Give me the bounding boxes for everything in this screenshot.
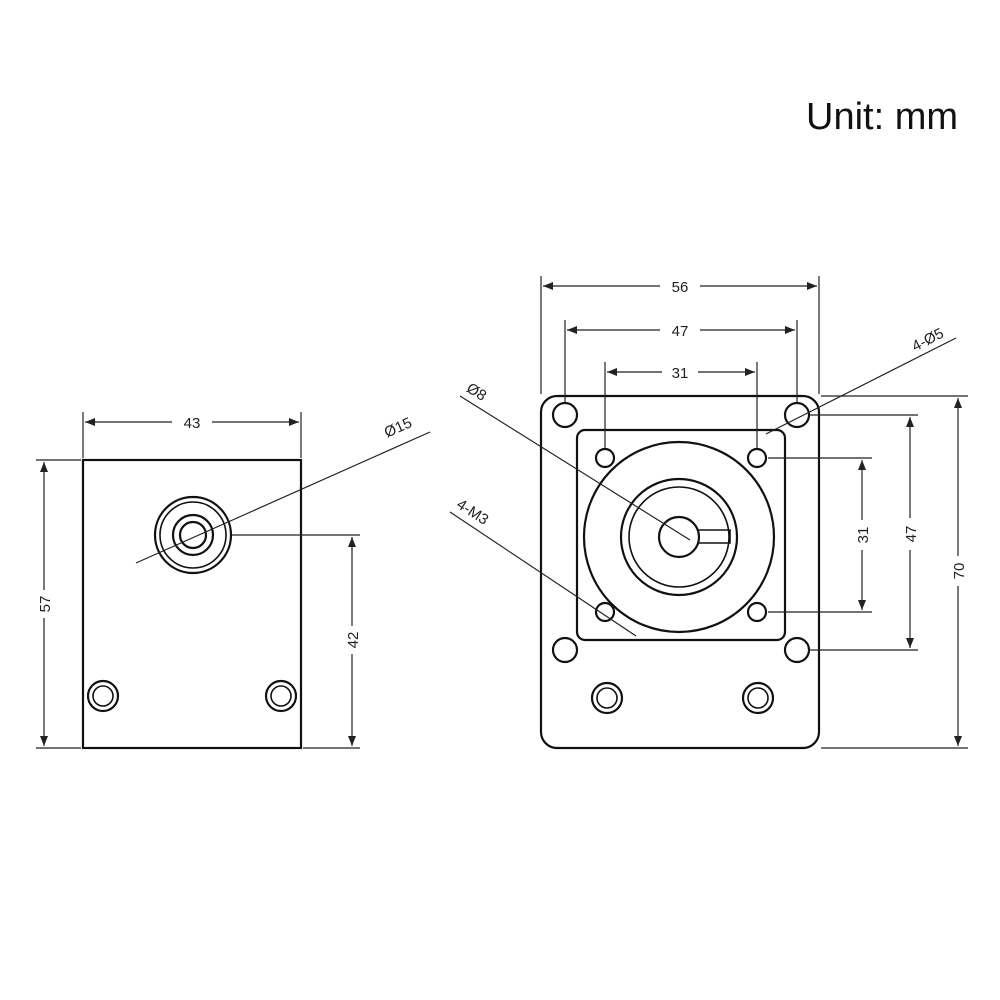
front-47v-label: 47 (903, 526, 920, 543)
front-56-label-bg (660, 274, 700, 296)
front-m3-hole-top-left (594, 447, 616, 469)
front-m3-hole-bottom-right (746, 601, 768, 623)
side-screw-right-inner (270, 685, 292, 707)
front-thread-callout: 4-M3 (453, 496, 491, 529)
side-shaft-diameter-label: Ø15 (382, 414, 415, 441)
front-mount-hole-leader (765, 337, 957, 435)
front-m3-hole-top-right (746, 447, 768, 469)
side-shaft-mid-ring (159, 501, 227, 569)
side-view-body (81, 458, 303, 750)
front-flange-plate (539, 394, 821, 750)
front-screw-left-inner (596, 687, 618, 709)
side-shaft-height-label-bg (341, 626, 363, 654)
front-pilot-inner (619, 477, 739, 597)
front-mount-hole-top-left (551, 401, 579, 429)
unit-label: Unit: mm (806, 96, 958, 138)
front-47h-label: 47 (672, 323, 689, 340)
side-screw-left-inner (92, 685, 114, 707)
side-view: 43 57 42 Ø15 (33, 410, 431, 750)
side-shaft-inner-ring (171, 513, 215, 557)
front-mount-hole-bottom-right (783, 636, 811, 664)
front-31h-label: 31 (672, 365, 689, 382)
front-31v-label: 31 (855, 527, 872, 544)
front-motor-face (575, 428, 787, 642)
front-mount-hole-top-right (783, 401, 811, 429)
side-shaft-diameter-leader (135, 431, 431, 564)
side-shaft-core (178, 520, 208, 550)
side-shaft-height-label: 42 (345, 632, 362, 649)
front-mount-hole-callout: 4-Ø5 (909, 325, 946, 355)
front-view: 56 47 31 4-Ø5 Ø8 4-M3 31 47 (449, 274, 969, 750)
front-pilot-groove (628, 486, 730, 588)
front-shaft (657, 515, 701, 559)
side-shaft-outer-ring (153, 495, 233, 575)
front-shaft-diameter-leader (459, 395, 691, 541)
side-height-label-bg (33, 590, 55, 618)
front-56-label: 56 (672, 279, 689, 296)
front-70-label-bg (947, 556, 969, 586)
front-31h-label-bg (662, 360, 698, 382)
front-31v-label-bg (851, 520, 873, 550)
front-thread-leader (449, 511, 637, 637)
front-screw-right-inner (747, 687, 769, 709)
side-width-label: 43 (184, 415, 201, 432)
front-mount-hole-bottom-left (551, 636, 579, 664)
side-screw-right (264, 679, 298, 713)
front-screw-left (590, 681, 624, 715)
side-screw-left (86, 679, 120, 713)
side-width-label-bg (172, 410, 212, 432)
front-m3-hole-bottom-left (594, 601, 616, 623)
side-height-label: 57 (37, 596, 54, 613)
front-screw-right (741, 681, 775, 715)
front-47h-label-bg (660, 318, 700, 340)
front-47v-label-bg (899, 518, 921, 550)
front-shaft-keyway (698, 529, 731, 544)
front-pilot-outer (582, 440, 776, 634)
front-70-label: 70 (951, 563, 968, 580)
